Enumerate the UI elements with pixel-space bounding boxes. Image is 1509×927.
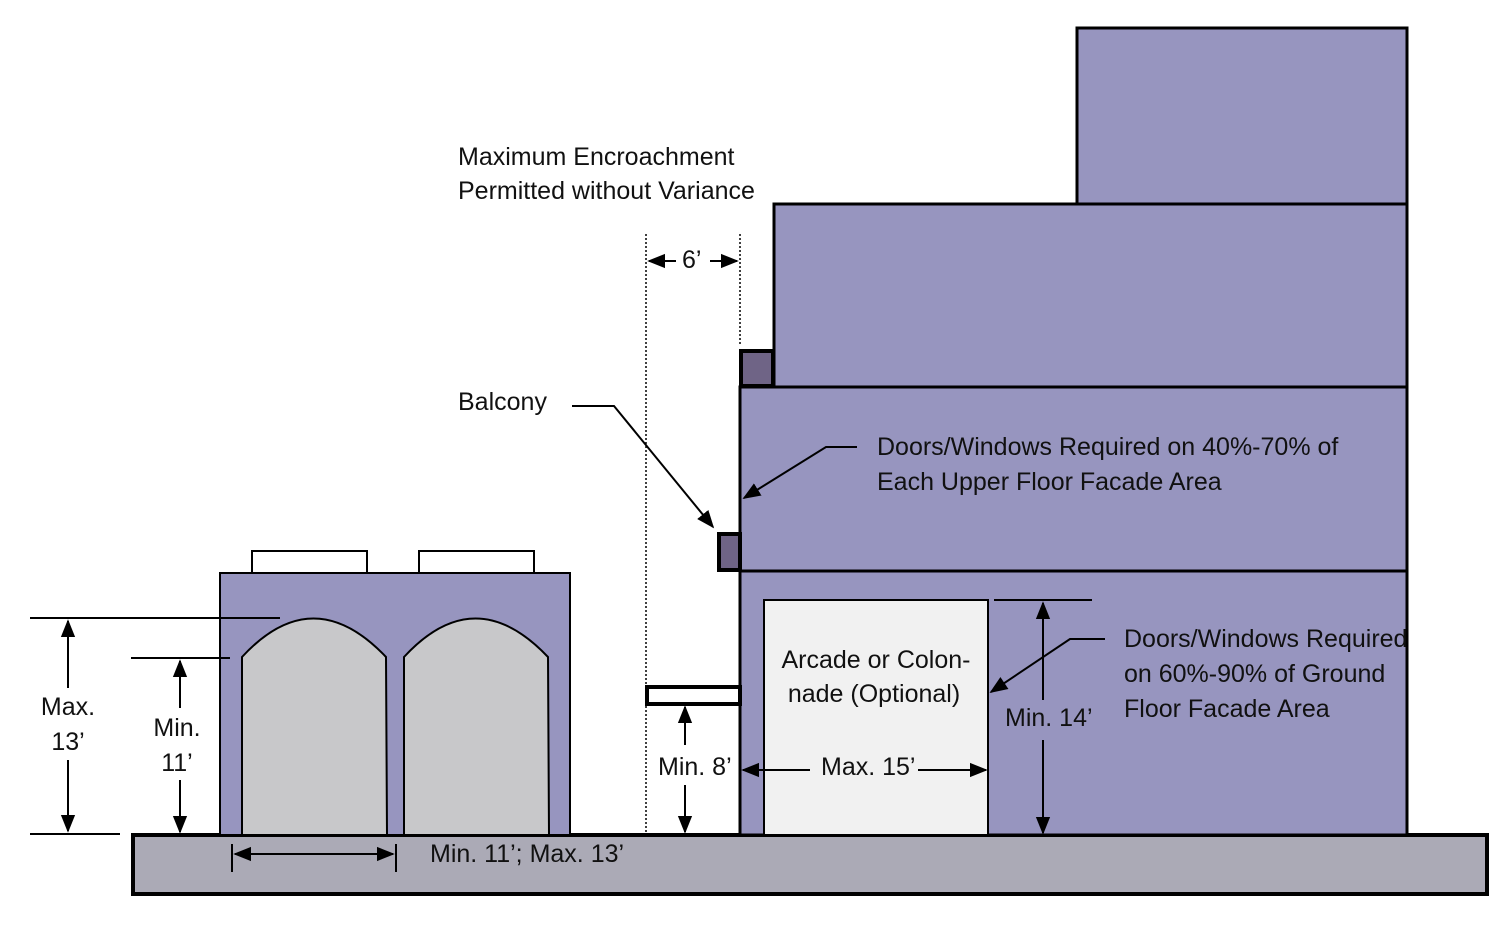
ground-floor-leader — [989, 638, 1105, 694]
awning — [645, 685, 742, 706]
ground-plane — [131, 833, 1489, 896]
encroachment-label-line1: Maximum Encroachment — [458, 143, 735, 171]
arcade-label-line1: Arcade or Colon- — [782, 646, 971, 674]
building-upper-floor-2 — [772, 202, 1409, 389]
upper-floor-leader — [742, 446, 857, 499]
arch-width-label: Min. 11’; Max. 13’ — [430, 840, 624, 868]
arcade-label-line2: nade (Optional) — [788, 680, 960, 708]
encroachment-dimension-label: 6’ — [682, 246, 701, 274]
balcony-leader — [572, 405, 715, 529]
building-upper-floor-1 — [738, 385, 1409, 573]
min-8-label: Min. 8’ — [658, 753, 732, 781]
ground-floor-label-line3: Floor Facade Area — [1124, 695, 1330, 723]
balcony-lower — [717, 532, 742, 572]
max-15-label: Max. 15’ — [821, 753, 915, 781]
ground-floor-label-line2: on 60%-90% of Ground — [1124, 660, 1385, 688]
balcony-label: Balcony — [458, 388, 547, 416]
arch-left — [241, 617, 389, 836]
main-building — [738, 26, 1409, 837]
min-11-label-line1: Min. — [153, 714, 200, 742]
max-13-label-line2: 13’ — [51, 728, 84, 756]
min-11-label-line2: 11’ — [161, 749, 193, 777]
balcony-upper — [739, 349, 775, 388]
max-13-label-line1: Max. — [41, 693, 95, 721]
min-14-label: Min. 14’ — [1005, 704, 1093, 732]
upper-floor-label-line2: Each Upper Floor Facade Area — [877, 468, 1222, 496]
arcade-building — [219, 550, 571, 836]
arcade-opening — [763, 599, 989, 836]
upper-floor-label-line1: Doors/Windows Required on 40%-70% of — [877, 433, 1338, 461]
building-tower-top — [1075, 26, 1409, 206]
roof-element-right — [418, 550, 535, 574]
encroachment-label-line2: Permitted without Variance — [458, 177, 755, 205]
ground-floor-label-line1: Doors/Windows Required — [1124, 625, 1407, 653]
arch-right — [403, 617, 551, 836]
roof-element-left — [251, 550, 368, 574]
